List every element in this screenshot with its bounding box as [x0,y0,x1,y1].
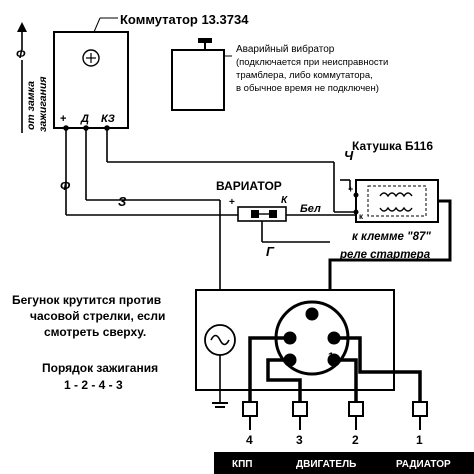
hv-lead-2 [334,358,358,402]
firing-order-title: Порядок зажигания [42,361,158,375]
transistor-icon [82,49,100,67]
engine-label: ДВИГАТЕЛЬ [296,459,356,470]
commutator-d-terminal [83,125,89,131]
cap-terminal-top [305,307,319,321]
wire-phi-label: Ф [60,178,71,193]
wire-bel-label: Бел [300,203,321,215]
hv-lead-4 [248,336,290,402]
vibrator-note-1: (подключается при неисправности [236,57,388,68]
ignition-label-1: от замка [25,81,37,130]
coil-box [355,179,439,223]
coil-k-terminal [353,209,359,215]
radiator-label: РАДИАТОР [396,459,451,470]
pin-plus-label: + [60,113,66,125]
spark-plug-3 [292,401,308,417]
firing-order-value: 1 - 2 - 4 - 3 [64,378,123,392]
kpp-label: КПП [232,459,252,470]
commutator-title: Коммутатор 13.3734 [120,12,249,27]
hv-lead-1 [334,336,422,402]
pin-d-label: Д [80,113,89,125]
coil-hv-lead [328,199,452,292]
spark-plug-1 [412,401,428,417]
coil-k-label: к [359,212,364,221]
ignition-label-2: зажигания [37,76,49,132]
variator-title: ВАРИАТОР [216,179,282,193]
hv-lead-3 [266,358,302,402]
commutator-kz-terminal [104,125,110,131]
sine-icon [210,334,230,346]
coil-title: Катушка Б116 [352,139,433,153]
variator-contact-right [269,210,277,218]
commutator-pointer-down [93,17,101,33]
spark-plugs [242,401,428,430]
coil-core [367,185,427,217]
commutator-plus-terminal [63,125,69,131]
vibrator-note-2: трамблера, либо коммутатора, [236,70,373,81]
arrow-up-icon [17,22,27,32]
pin-kz-label: КЗ [101,113,115,125]
to-87-label: к клемме "87" [352,231,431,243]
coil-plus-terminal [353,192,359,198]
spark-plug-2 [348,401,364,417]
variator-plus-label: + [229,197,235,208]
wire-z-label: З [118,194,127,209]
plug-number-4: 4 [246,433,253,447]
rotor-note-1: Бегунок крутится против [12,293,161,307]
commutator-box [53,31,129,129]
thin-wires [21,30,356,290]
coil-winding-primary-icon [379,192,413,198]
spark-plug-4 [242,401,258,417]
coil-winding-secondary-icon [379,206,413,212]
vibrator-cap [198,38,212,43]
ignition-wire-letter: Ф [16,47,26,61]
rotor-note-3: смотреть сверху. [44,325,146,339]
vibrator-note-3: в обычное время не подключен) [236,83,379,94]
plug-number-1: 1 [416,433,423,447]
bottom-bar [214,452,474,474]
wire-ch-label: Ч [344,148,354,163]
vibrator-box [171,49,225,111]
vibrator-title: Аварийный вибратор [236,43,335,55]
coil-plus-label: + [348,184,353,194]
variator-k-label: К [281,195,288,206]
rotor-note-2: часовой стрелки, если [30,309,165,323]
wire-g-label: Г [266,244,275,259]
variator-contact-left [251,210,259,218]
starter-relay-label: реле стартера [339,249,431,261]
hv-leads [248,336,422,402]
cap-label-1: 1 [328,351,334,363]
plug-number-2: 2 [352,433,359,447]
plug-number-3: 3 [296,433,303,447]
